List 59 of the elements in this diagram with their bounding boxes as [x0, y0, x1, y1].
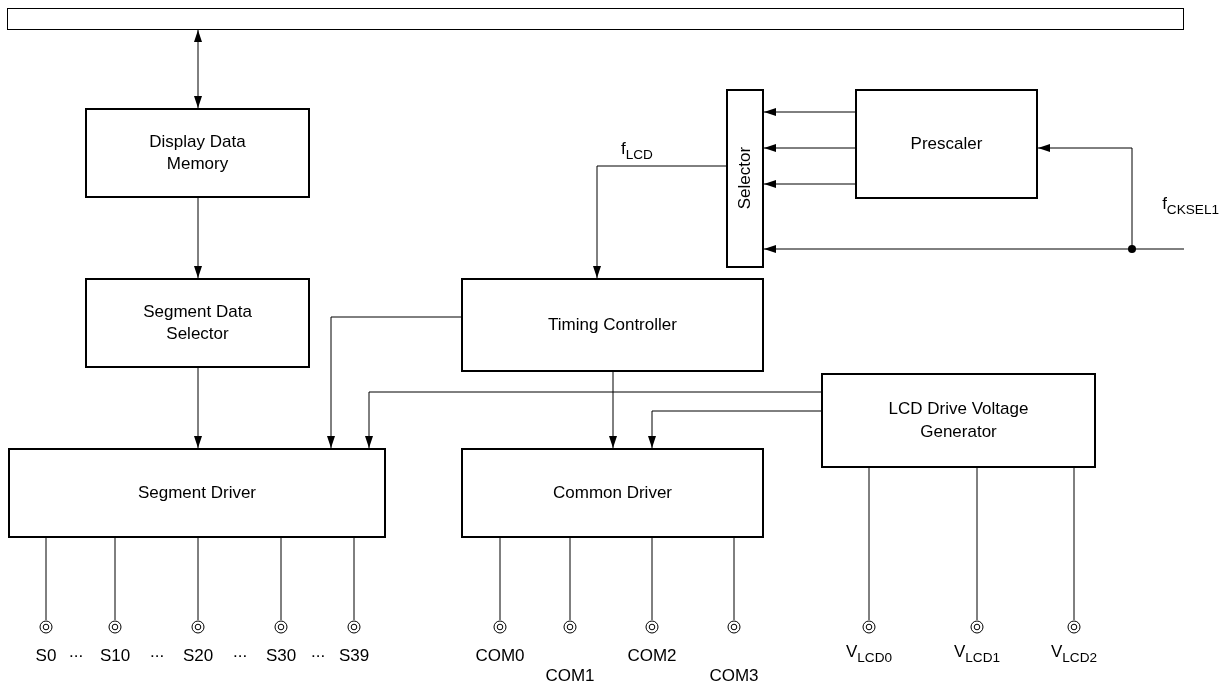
- ellipsis-text: ...: [69, 643, 84, 660]
- connector-line: [651, 537, 653, 621]
- connector-line: [197, 537, 199, 621]
- connector-line: [45, 537, 47, 621]
- block-box: [85, 278, 310, 368]
- arrow: [194, 197, 202, 279]
- block-label: Common Driver: [553, 481, 672, 504]
- connector-line: [569, 537, 571, 621]
- block-label: Prescaler: [910, 132, 983, 155]
- pin-label: V$_{LCD2}$: [1050, 642, 1098, 664]
- block-box: [461, 448, 764, 538]
- block-label: Timing Controller: [548, 313, 677, 336]
- ellipsis-text: ...: [311, 643, 326, 660]
- pin-label: COM2: [627, 647, 677, 664]
- arrow: [327, 316, 462, 449]
- block-box: [461, 278, 764, 372]
- block-box: [855, 89, 1038, 199]
- arrow: [365, 391, 822, 449]
- arrow: [648, 410, 822, 449]
- arrow: [763, 245, 1185, 253]
- pin-label: S30: [265, 647, 297, 664]
- connector-line: [733, 537, 735, 621]
- block-box: [821, 373, 1096, 468]
- connector-line: [499, 537, 501, 621]
- pin-label: COM0: [475, 647, 525, 664]
- arrow: [593, 165, 727, 279]
- pin-label: S0: [35, 647, 57, 664]
- bus-bar: [7, 8, 1184, 30]
- arrow: [763, 180, 856, 188]
- block-label: Display Data Memory: [148, 130, 247, 175]
- block-box: [85, 108, 310, 198]
- pin-label: V$_{LCD1}$: [953, 642, 1001, 664]
- connector-line: [868, 467, 870, 621]
- edge-label: f$_{LCD}$: [620, 140, 654, 162]
- pin-label: COM1: [545, 667, 595, 684]
- ellipsis-text: ...: [233, 643, 248, 660]
- block-label: Selector: [733, 147, 755, 210]
- pin-label: S39: [338, 647, 370, 664]
- block-label: LCD Drive Voltage Generator: [887, 398, 1030, 443]
- ellipsis-text: ...: [150, 643, 165, 660]
- block-label: Segment Data Selector: [142, 300, 253, 345]
- connector-line: [114, 537, 116, 621]
- arrow: [194, 367, 202, 449]
- arrow: [609, 371, 617, 449]
- arrow: [194, 29, 202, 109]
- arrow: [763, 108, 856, 116]
- pin-label: V$_{LCD0}$: [845, 642, 893, 664]
- connector-line: [976, 467, 978, 621]
- pin-label: S10: [99, 647, 131, 664]
- arrow: [763, 144, 856, 152]
- connector-line: [280, 537, 282, 621]
- connector-line: [353, 537, 355, 621]
- block-label: Segment Driver: [137, 481, 257, 504]
- signal-label: f$_{CKSEL1}$: [1162, 194, 1219, 217]
- connector-line: [1073, 467, 1075, 621]
- pin-label: S20: [182, 647, 214, 664]
- block-box: [8, 448, 386, 538]
- pin-label: COM3: [709, 667, 759, 684]
- block-box: [726, 89, 764, 268]
